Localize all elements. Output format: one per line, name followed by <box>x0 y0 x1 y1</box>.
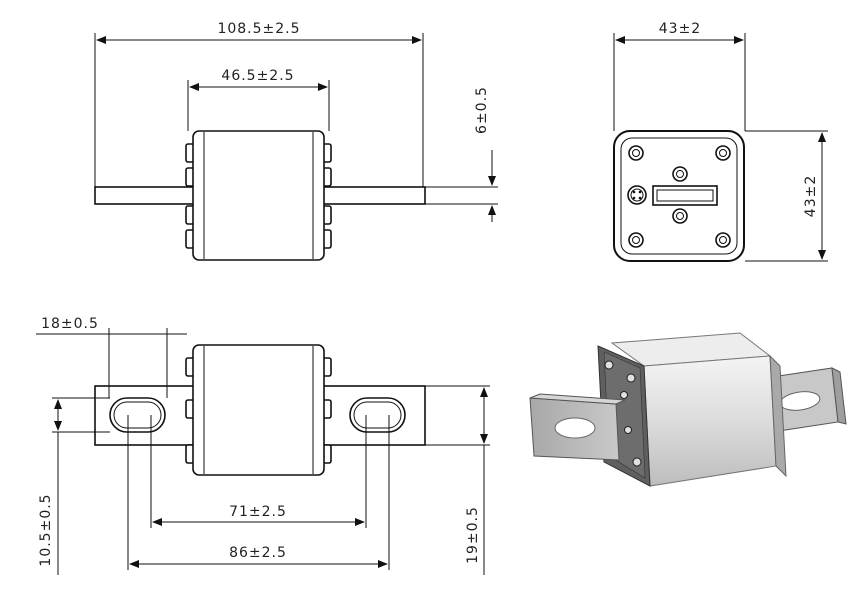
top-tabs <box>185 357 332 464</box>
dim-slot-center-distance: 71±2.5 <box>229 504 287 520</box>
dim-blade-thickness: 6±0.5 <box>474 86 490 134</box>
slot-left <box>109 397 166 433</box>
dim-overall-length: 108.5±2.5 <box>217 21 300 37</box>
dim-end-height: 43±2 <box>803 175 819 217</box>
dim-slot-outer-distance: 86±2.5 <box>229 545 287 561</box>
dim-slot-width: 10.5±0.5 <box>38 493 54 566</box>
corner-screws <box>628 145 731 248</box>
fuse-body-front <box>192 130 325 261</box>
fuse-body-top <box>192 344 325 476</box>
slot-right <box>349 397 406 433</box>
end-view: 43±2 43±2 <box>613 21 828 262</box>
dim-end-width: 43±2 <box>659 21 701 37</box>
top-view: 18±0.5 71±2.5 86±2.5 10.5±0.5 19±0.5 <box>36 316 490 575</box>
dim-body-length: 46.5±2.5 <box>221 68 294 84</box>
front-view: 108.5±2.5 46.5±2.5 6±0.5 <box>94 21 498 261</box>
dim-blade-width: 19±0.5 <box>465 506 481 564</box>
indicator-connector <box>627 185 647 205</box>
dim-slot-offset: 18±0.5 <box>41 316 99 332</box>
isometric-view <box>529 332 847 487</box>
blade-slot-end <box>652 185 718 206</box>
